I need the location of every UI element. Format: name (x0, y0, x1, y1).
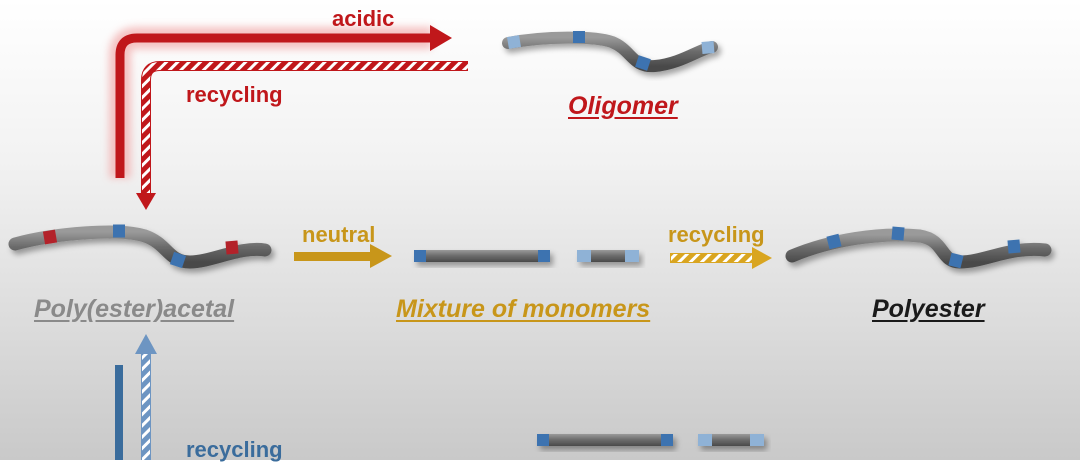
recycling-label-acidic: recycling (186, 82, 283, 107)
acidic-label: acidic (332, 6, 395, 31)
recycling-arrow-acidic (136, 61, 468, 210)
neutral-arrow (294, 244, 392, 268)
polyester-title: Polyester (872, 295, 985, 323)
polyesteracetal-title: Poly(ester)acetal (34, 295, 235, 323)
monomer-long (414, 250, 550, 262)
oligomer-title: Oligomer (568, 92, 678, 120)
recycling-arrow-basic (135, 334, 157, 460)
monomer-short (577, 250, 639, 262)
monomer-long-bottom (537, 434, 673, 446)
mixture-title: Mixture of monomers (396, 295, 651, 323)
recycling-label-basic: recycling (186, 437, 283, 462)
acidic-arrow (109, 25, 452, 178)
polyesteracetal-chain (8, 224, 272, 269)
monomer-short-bottom (698, 434, 764, 446)
basic-arrow (115, 365, 123, 460)
polyester-chain (785, 226, 1052, 269)
oligomer-chain (502, 31, 718, 73)
neutral-label: neutral (302, 222, 376, 247)
recycling-label-neutral: recycling (668, 222, 765, 247)
recycling-arrow-neutral (670, 247, 772, 269)
